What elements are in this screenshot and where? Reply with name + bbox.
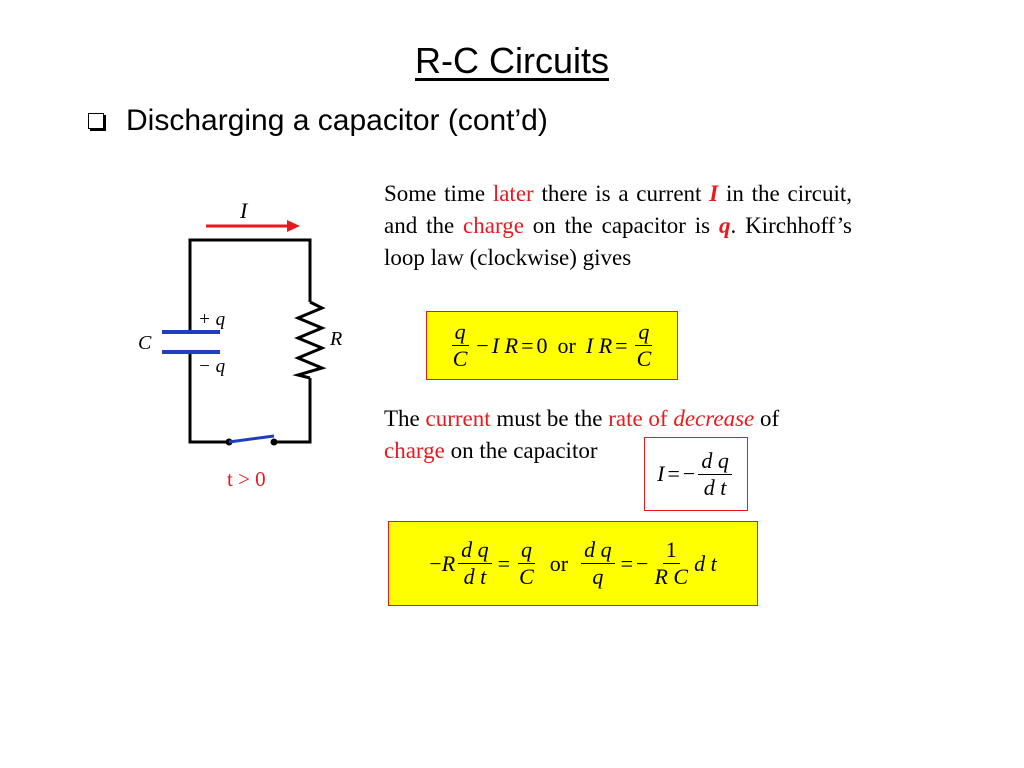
p1-text-3: in the circuit, and the: [384, 181, 852, 238]
p1-charge: charge: [463, 213, 524, 238]
p2-current: current: [425, 406, 491, 431]
wire-top-left: [188, 238, 312, 330]
p1-text-5: . Kirchhoff’s loop law (clockwise) gives: [384, 213, 852, 270]
resistor-label: R: [329, 328, 342, 350]
checkbox-bullet-icon: [88, 113, 104, 129]
time-label: t > 0: [227, 467, 266, 491]
capacitor-label: C: [138, 332, 152, 354]
bullet-text: Discharging a capacitor (cont’d): [126, 104, 548, 137]
rc-circuit-diagram: I R C + q − q t > 0: [138, 198, 342, 491]
current-arrow-head: [287, 220, 300, 232]
slide-title: R-C Circuits: [415, 40, 609, 81]
paragraph-kirchhoff: Some time later there is a current I in …: [384, 178, 852, 274]
p2-charge: charge: [384, 438, 445, 463]
wire-bottom-left: [188, 354, 229, 444]
p1-later: later: [492, 181, 534, 206]
p1-text-1: Some time: [384, 181, 493, 206]
switch-contact-right: [270, 438, 278, 446]
p2-decrease: decrease: [673, 406, 755, 431]
p1-text-2: there is a current: [533, 181, 710, 206]
plus-q-label: + q: [198, 309, 226, 330]
p2-rate-of: rate of: [608, 406, 674, 431]
current-label: I: [239, 198, 249, 223]
resistor-zigzag: [292, 300, 327, 380]
wire-right-bottom: [274, 378, 312, 444]
switch-lever: [228, 434, 275, 444]
paragraph-current-rate: The current must be the rate of decrease…: [384, 406, 780, 463]
minus-q-label: − q: [198, 356, 226, 377]
p1-text-4: on the capacitor is: [523, 213, 719, 238]
p1-current-symbol: I: [709, 181, 719, 206]
p1-charge-symbol: q: [718, 213, 731, 238]
bullet-point: Discharging a capacitor (cont’d): [88, 104, 548, 138]
